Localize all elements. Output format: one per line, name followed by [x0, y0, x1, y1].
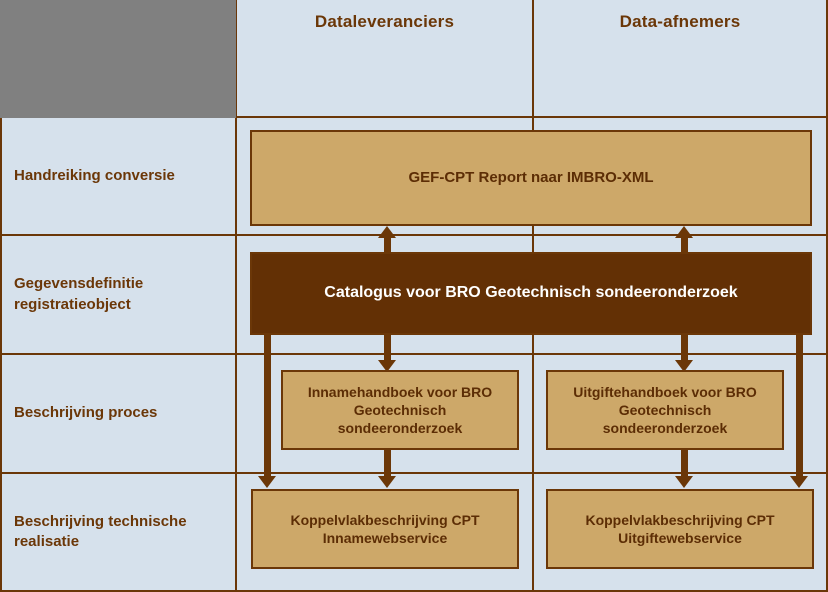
grid-vline-left	[0, 0, 2, 592]
arrow-shaft-catalogus-to-uitgiftehandboek	[681, 330, 688, 362]
column-header-data-afnemers: Data-afnemers	[619, 12, 741, 31]
grid-vline-col1	[235, 0, 237, 592]
grid-hline-1	[0, 116, 828, 118]
box-koppelvlak-uitgiftewebservice[interactable]: Koppelvlakbeschrijving CPT Uitgiftewebse…	[546, 489, 814, 569]
grid-hline-4	[0, 472, 828, 474]
arrow-shaft-catalogus-to-gefcpt-left	[384, 238, 391, 260]
box-koppelvlak-innamewebservice[interactable]: Koppelvlakbeschrijving CPT Innamewebserv…	[251, 489, 519, 569]
row-label-beschrijving-technische-realisatie: Beschrijving technische realisatie	[14, 512, 187, 550]
grid-hline-5	[0, 590, 828, 592]
arrow-shaft-innamehandboek-to-koppelvlak-inname	[384, 450, 391, 478]
arrow-shaft-catalogus-to-koppelvlak-inname	[264, 330, 271, 478]
box-gef-cpt-report[interactable]: GEF-CPT Report naar IMBRO-XML	[250, 130, 812, 226]
arrow-head-uitgiftehandboek-to-koppelvlak-uitgifte	[675, 476, 693, 488]
arrow-shaft-catalogus-to-koppelvlak-uitgifte	[796, 330, 803, 478]
row-label-beschrijving-proces: Beschrijving proces	[14, 404, 158, 422]
arrow-head-catalogus-to-gefcpt-left	[378, 226, 396, 238]
arrow-head-catalogus-to-innamehandboek	[378, 360, 396, 372]
arrow-head-catalogus-to-koppelvlak-inname	[258, 476, 276, 488]
arrow-head-innamehandboek-to-koppelvlak-inname	[378, 476, 396, 488]
column-header-dataleveranciers: Dataleveranciers	[314, 12, 455, 31]
row-label-handreiking-conversie: Handreiking conversie	[14, 166, 175, 184]
box-innamehandboek[interactable]: Innamehandboek voor BRO Geotechnisch son…	[281, 370, 519, 450]
grid-hline-2	[0, 234, 828, 236]
row-label-gegevensdefinitie: Gegevensdefinitie registratieobject	[14, 275, 144, 313]
grid-hline-3	[0, 353, 828, 355]
arrow-head-catalogus-to-koppelvlak-uitgifte	[790, 476, 808, 488]
arrow-head-catalogus-to-gefcpt-right	[675, 226, 693, 238]
corner-spacer-block	[0, 0, 236, 118]
arrow-head-catalogus-to-uitgiftehandboek	[675, 360, 693, 372]
grid-vline-right	[826, 0, 828, 592]
arrow-shaft-catalogus-to-gefcpt-right	[681, 238, 688, 260]
arrow-shaft-uitgiftehandboek-to-koppelvlak-uitgifte	[681, 450, 688, 478]
box-catalogus[interactable]: Catalogus voor BRO Geotechnisch sondeero…	[250, 252, 812, 335]
arrow-shaft-catalogus-to-innamehandboek	[384, 330, 391, 362]
box-uitgiftehandboek[interactable]: Uitgiftehandboek voor BRO Geotechnisch s…	[546, 370, 784, 450]
